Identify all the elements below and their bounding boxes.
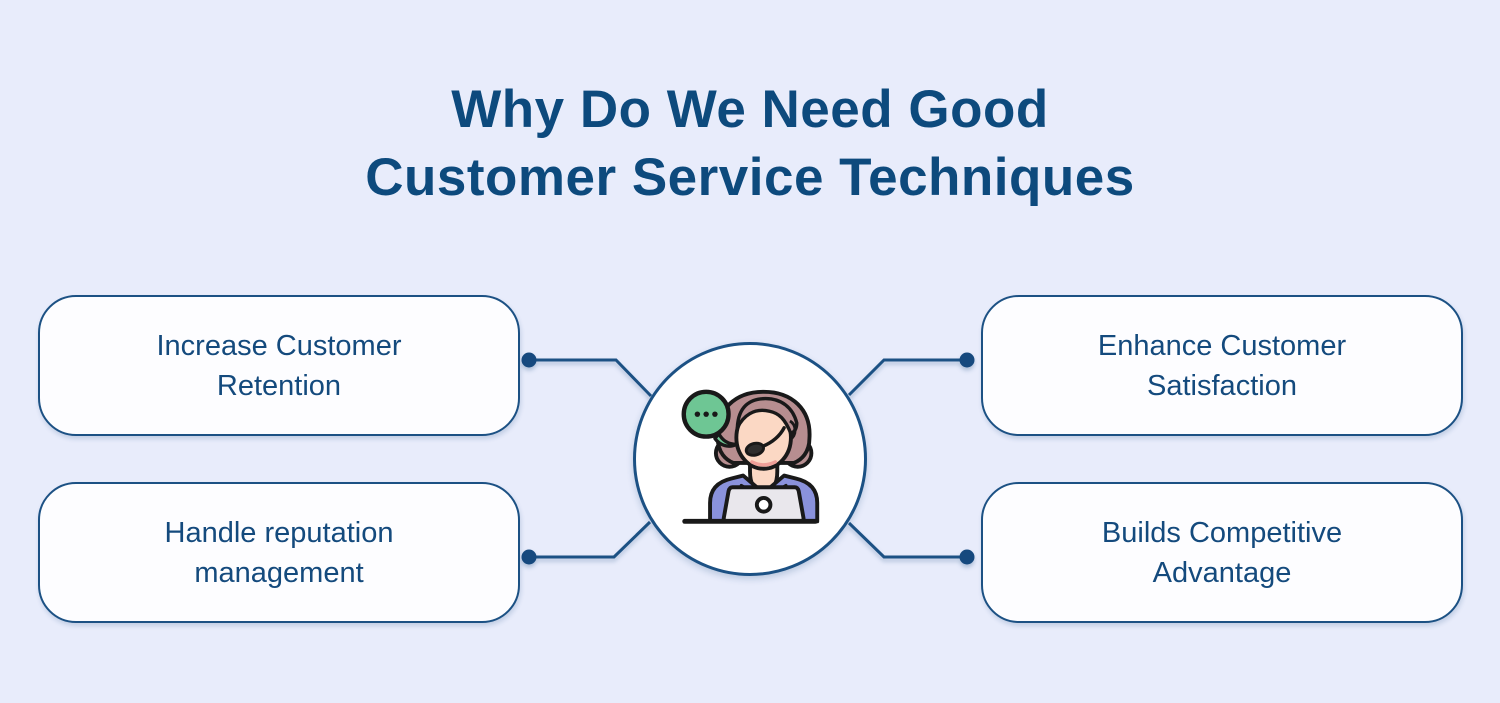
page-title-line2: Customer Service Techniques bbox=[365, 148, 1135, 207]
laptop-icon bbox=[721, 485, 806, 524]
card-label: Handle reputation bbox=[164, 516, 394, 549]
page-title: Why Do We Need Good Customer Service Tec… bbox=[0, 76, 1500, 212]
connector-top-right bbox=[847, 358, 967, 397]
center-circle bbox=[633, 342, 867, 576]
page-title-line1: Why Do We Need Good bbox=[451, 80, 1049, 139]
agent-chin-blush bbox=[750, 460, 778, 467]
connector-top-left bbox=[529, 358, 653, 398]
card-enhance-customer-satisfaction: Enhance Customer Satisfaction bbox=[981, 295, 1463, 436]
card-label: management bbox=[194, 556, 364, 589]
card-label: Builds Competitive bbox=[1101, 516, 1343, 549]
dot-top-right bbox=[959, 352, 975, 368]
card-label: Increase Customer bbox=[156, 329, 402, 362]
dot-top-left bbox=[521, 352, 537, 368]
speech-bubble-icon bbox=[681, 389, 739, 448]
card-label: Advantage bbox=[1152, 556, 1292, 589]
connector-bottom-right bbox=[847, 521, 967, 559]
customer-support-agent-icon bbox=[681, 389, 820, 524]
connector-bottom-left bbox=[529, 520, 652, 559]
card-label: Satisfaction bbox=[1147, 369, 1297, 402]
agent-hair-curl bbox=[789, 419, 797, 441]
card-builds-competitive-advantage: Builds Competitive Advantage bbox=[981, 482, 1463, 623]
headset-mic-icon bbox=[744, 426, 786, 457]
card-increase-customer-retention: Increase Customer Retention bbox=[38, 295, 520, 436]
card-label: Enhance Customer bbox=[1097, 329, 1347, 362]
card-label: Retention bbox=[216, 369, 342, 402]
card-handle-reputation-management: Handle reputation management bbox=[38, 482, 520, 623]
dot-bottom-left bbox=[521, 549, 537, 565]
dot-bottom-right bbox=[959, 549, 975, 565]
